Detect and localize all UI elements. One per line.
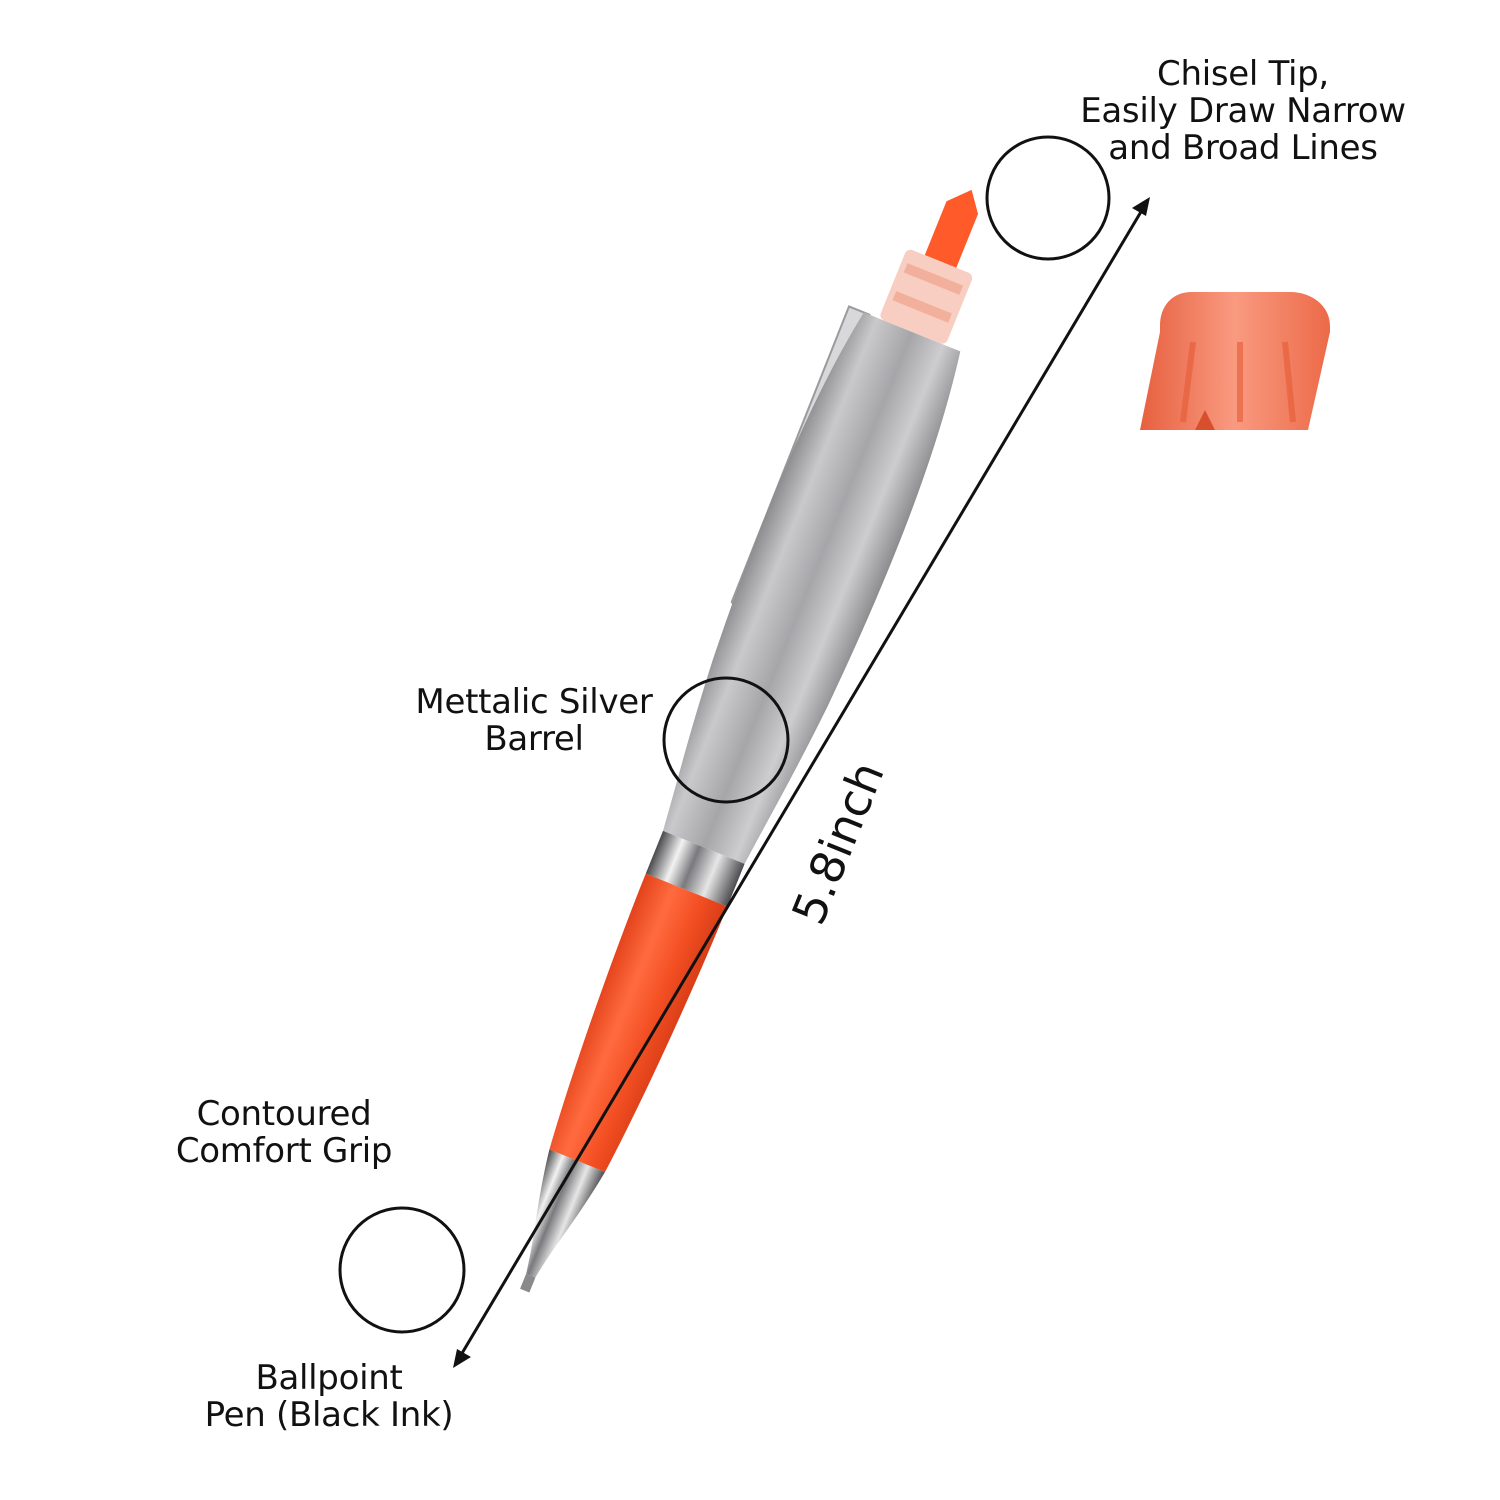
callout-circle-ballpoint (338, 1206, 466, 1334)
callout-circle-barrel (662, 676, 790, 804)
annotation-line: Chisel Tip, (1157, 54, 1329, 94)
chrome-ring (645, 830, 745, 907)
annotation-line: Pen (Black Ink) (204, 1395, 454, 1435)
annotation-ballpoint: Ballpoint Pen (Black Ink) (200, 1360, 458, 1434)
dimension-arrow-top (1132, 197, 1150, 216)
annotation-line: Easily Draw Narrow (1080, 91, 1406, 131)
ballpoint-tip (520, 1273, 536, 1293)
highlighter-cap (1140, 292, 1330, 430)
callout-circle-chisel-tip (985, 135, 1111, 261)
dimension-arrow-bottom (453, 1349, 471, 1368)
annotation-grip: Contoured Comfort Grip (170, 1096, 398, 1170)
dimension-line (456, 204, 1147, 1361)
annotation-barrel: Mettalic Silver Barrel (408, 684, 660, 758)
annotation-line: Ballpoint (255, 1358, 403, 1398)
annotation-line: Mettalic Silver (415, 682, 653, 722)
chisel-tip (924, 189, 979, 268)
silver-barrel (663, 312, 961, 864)
tip-collar (880, 249, 973, 344)
annotation-line: Contoured (196, 1094, 372, 1134)
comfort-grip (549, 873, 728, 1173)
pen (520, 189, 979, 1293)
annotation-line: Barrel (484, 719, 584, 759)
annotation-chisel-tip: Chisel Tip, Easily Draw Narrow and Broad… (1078, 56, 1408, 167)
annotation-line: Comfort Grip (175, 1131, 393, 1171)
annotation-line: and Broad Lines (1108, 128, 1378, 168)
chrome-cone (526, 1149, 605, 1278)
